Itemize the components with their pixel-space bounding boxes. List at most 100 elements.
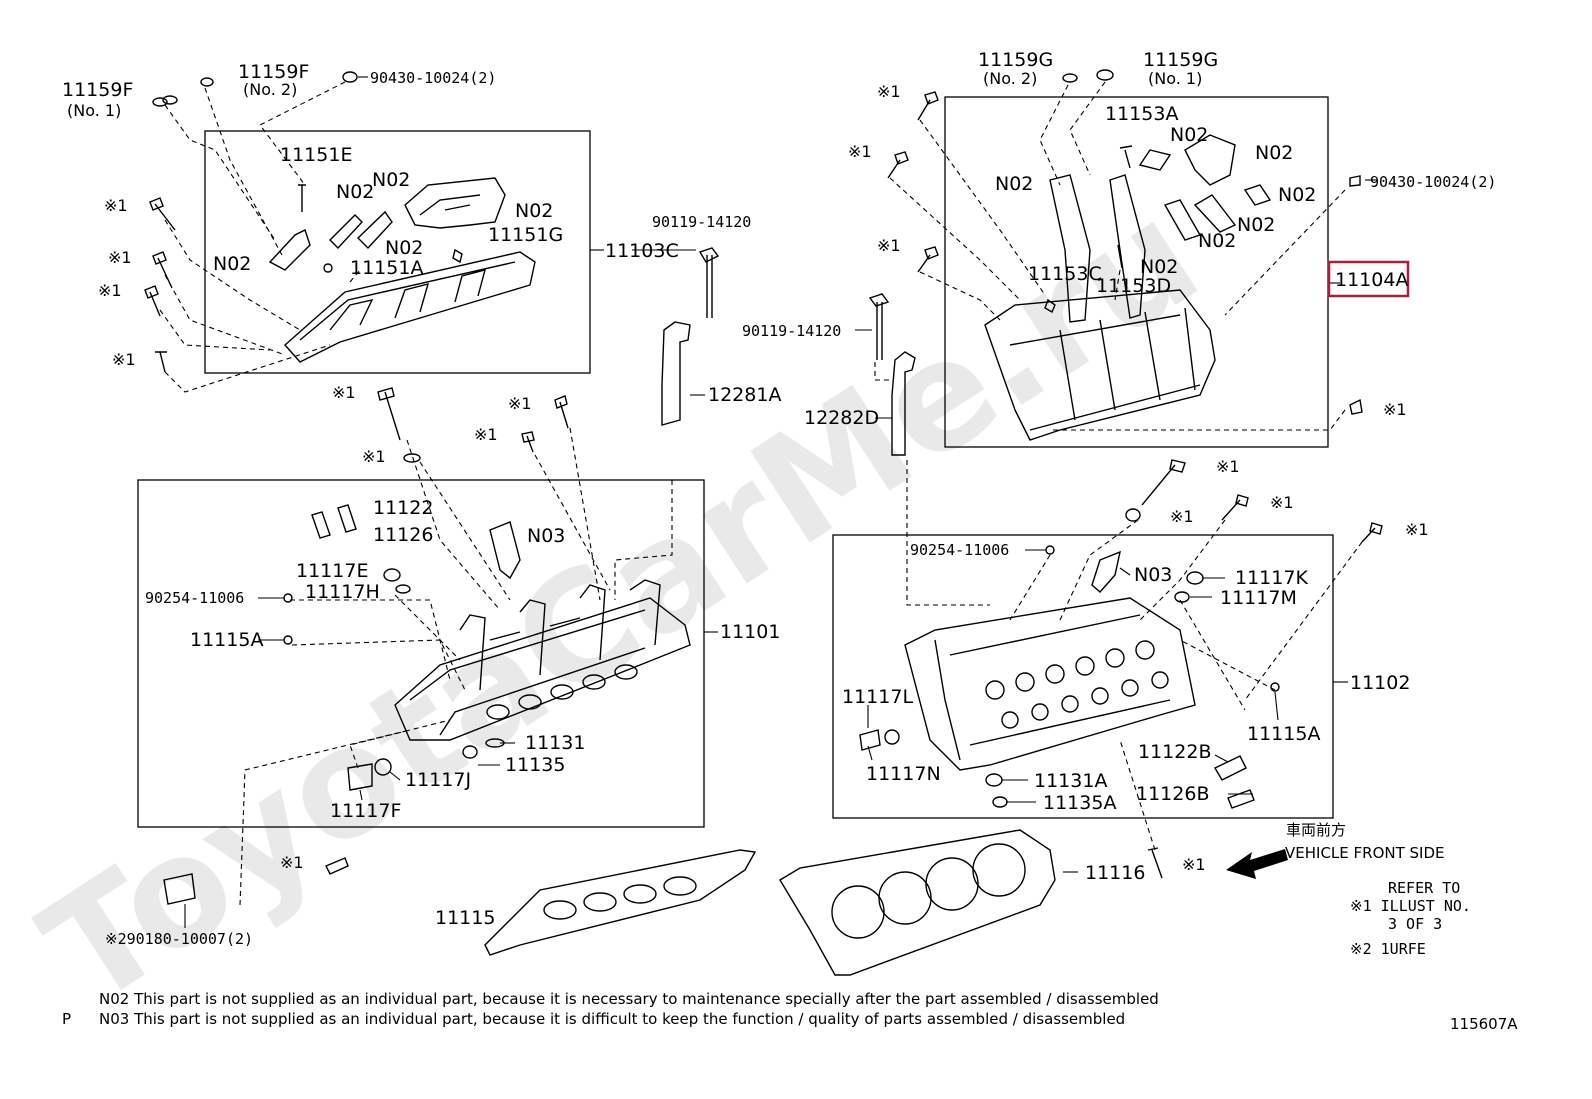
camshaft-housing-right-drawing (984, 134, 1363, 441)
label-x1-o: ※1 (1270, 493, 1294, 512)
label-11126B: 11126B (1136, 783, 1209, 805)
bolt-set-right (887, 69, 1114, 273)
front-direction-arrow-icon (1226, 849, 1288, 879)
label-11122: 11122 (373, 497, 433, 519)
label-leaders (184, 76, 1378, 928)
label-90430-a: 90430-10024(2) (370, 69, 496, 87)
label-n02-i: N02 (1278, 184, 1316, 206)
label-11115: 11115 (435, 907, 495, 929)
label-11116: 11116 (1085, 862, 1145, 884)
group-box-11103c (204, 130, 591, 374)
label-x1-k: ※1 (848, 142, 872, 161)
label-11151A: 11151A (350, 257, 423, 279)
label-11151E: 11151E (280, 144, 352, 166)
label-11159F: 11159F (62, 79, 133, 101)
label-11126: 11126 (373, 524, 433, 546)
label-n02-j: N02 (1237, 214, 1275, 236)
label-n02-g: N02 (1255, 142, 1293, 164)
label-11131A: 11131A (1034, 770, 1107, 792)
label-11159G-2-no: (No. 2) (983, 69, 1037, 88)
label-x1-p: ※1 (1170, 507, 1194, 526)
label-11115A-b: 11115A (1247, 723, 1320, 745)
label-n02-a: N02 (336, 181, 374, 203)
label-90119-a: 90119-14120 (652, 213, 751, 231)
label-11117M: 11117M (1220, 587, 1297, 609)
leader-lines-left-head (239, 427, 673, 906)
label-n02-d: N02 (385, 237, 423, 259)
label-11153D: 11153D (1096, 275, 1171, 297)
cylinder-head-right-drawing (904, 597, 1196, 771)
label-x1-a: ※1 (104, 196, 128, 215)
label-11101: 11101 (720, 621, 780, 643)
label-11135A: 11135A (1043, 792, 1116, 814)
label-11115A-a: 11115A (190, 629, 263, 651)
note-n03: N03 This part is not supplied as an indi… (99, 1010, 1125, 1028)
label-x1-g: ※1 (508, 394, 532, 413)
label-11122B: 11122B (1138, 741, 1211, 763)
label-x1-r: ※1 (1182, 855, 1206, 874)
illustration-number: 115607A (1450, 1015, 1518, 1033)
label-11117H: 11117H (305, 581, 380, 603)
refer-line3: 3 OF 3 (1388, 915, 1442, 933)
gasket-11116-drawing (779, 829, 1163, 976)
label-n02-b: N02 (372, 169, 410, 191)
label-x1-e: ※1 (332, 383, 356, 402)
label-11117J: 11117J (405, 769, 471, 791)
group-box-11102 (832, 534, 1334, 819)
label-11153A: 11153A (1105, 103, 1178, 125)
label-11102: 11102 (1350, 672, 1410, 694)
label-11117E: 11117E (296, 560, 368, 582)
label-11131: 11131 (525, 732, 585, 754)
label-n02-h: N02 (995, 173, 1033, 195)
label-11104A: 11104A (1335, 269, 1408, 291)
label-11159F-no: (No. 1) (67, 101, 121, 120)
label-n02-k: N02 (1198, 230, 1236, 252)
label-x1-i: ※1 (280, 853, 304, 872)
labels: 11159F (No. 1) 11159F (No. 2) 90430-1002… (62, 49, 1518, 1033)
small-parts-left (163, 387, 569, 905)
label-x1-j: ※1 (877, 82, 901, 101)
label-11135: 11135 (505, 754, 565, 776)
label-x1-n: ※1 (1216, 457, 1240, 476)
label-x1-h: ※1 (474, 425, 498, 444)
note-n02: N02 This part is not supplied as an indi… (99, 990, 1159, 1008)
front-side-jp: 車両前方 (1286, 821, 1346, 839)
label-n02-c: N02 (515, 200, 553, 222)
label-11159F-2-no: (No. 2) (243, 80, 297, 99)
front-side-en: VEHICLE FRONT SIDE (1285, 844, 1445, 862)
refer-line4: ※2 1URFE (1350, 940, 1426, 958)
camshaft-housing-left-drawing (268, 177, 536, 363)
small-parts-right (859, 459, 1383, 809)
label-11117F: 11117F (330, 800, 401, 822)
label-x1-l: ※1 (877, 236, 901, 255)
label-90254-b: 90254-11006 (910, 541, 1009, 559)
label-11117L: 11117L (842, 686, 913, 708)
leader-lines-left-top (159, 81, 361, 393)
label-11151G: 11151G (488, 224, 563, 246)
bolt-set-left (144, 71, 358, 373)
label-11117N: 11117N (866, 763, 941, 785)
label-n02-l: N02 (1140, 256, 1178, 278)
label-x1-q: ※1 (1405, 520, 1429, 539)
label-90430-b: 90430-10024(2) (1370, 173, 1496, 191)
label-x1-d: ※1 (112, 350, 136, 369)
label-290180: ※290180-10007(2) (105, 930, 253, 948)
label-11103C: 11103C (605, 240, 679, 262)
highlight-box-11104a (1327, 260, 1410, 298)
refer-line2: ※1 ILLUST NO. (1350, 897, 1471, 915)
label-90119-b: 90119-14120 (742, 322, 841, 340)
label-n02-e: N02 (213, 253, 251, 275)
leader-lines-right-head (1009, 519, 1363, 851)
label-x1-c: ※1 (98, 281, 122, 300)
label-x1-b: ※1 (108, 248, 132, 267)
label-11117K: 11117K (1235, 567, 1308, 589)
leader-lines-right-top (889, 81, 1346, 431)
label-n03-a: N03 (527, 525, 565, 547)
label-n02-f: N02 (1170, 124, 1208, 146)
label-12282D: 12282D (804, 407, 879, 429)
label-x1-m: ※1 (1383, 400, 1407, 419)
gasket-11115-drawing (484, 849, 757, 956)
label-11159G-1: 11159G (1143, 49, 1218, 71)
cylinder-head-left-drawing (394, 579, 691, 741)
